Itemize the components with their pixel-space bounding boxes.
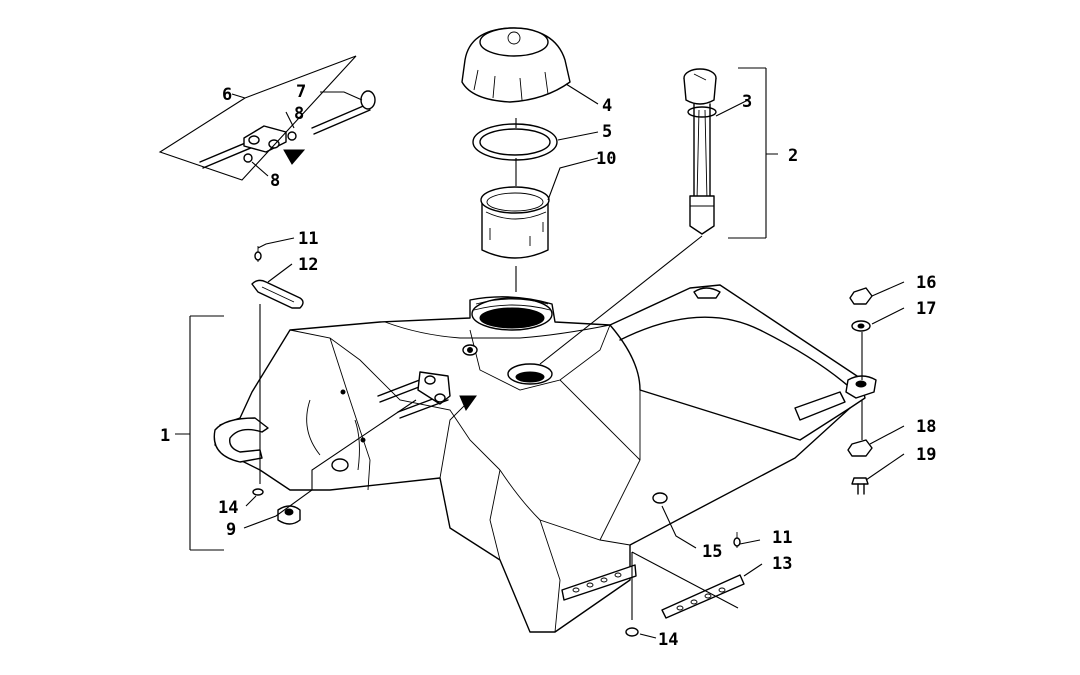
callout-5: 5 — [602, 122, 612, 142]
fasteners — [252, 287, 873, 637]
callout-7: 7 — [296, 82, 306, 102]
callout-13: 13 — [772, 554, 792, 574]
callout-9: 9 — [226, 520, 236, 540]
callout-3: 3 — [742, 92, 752, 112]
callout-19: 19 — [916, 445, 936, 465]
leader-lines — [158, 55, 905, 639]
callout-14-left: 14 — [218, 498, 238, 518]
callout-6: 6 — [222, 85, 232, 105]
callout-8-lower: 8 — [270, 171, 280, 191]
fuel-level-sender — [683, 68, 717, 235]
fuel-strainer — [480, 186, 550, 259]
callout-16: 16 — [916, 273, 936, 293]
strap-lower — [661, 532, 745, 619]
callout-2: 2 — [788, 146, 798, 166]
fuel-cap — [461, 27, 571, 103]
callout-18: 18 — [916, 417, 936, 437]
cap-gasket — [472, 123, 558, 161]
callout-12: 12 — [298, 255, 318, 275]
callout-8-upper: 8 — [294, 104, 304, 124]
fuel-tank — [213, 284, 877, 633]
callout-4: 4 — [602, 96, 612, 116]
callout-10: 10 — [596, 149, 616, 169]
mounting-bolts-assembly — [199, 90, 376, 169]
callout-17: 17 — [916, 299, 936, 319]
callout-labels: 1 2 3 4 5 6 7 8 8 9 10 11 11 12 13 14 14… — [160, 82, 936, 650]
callout-15: 15 — [702, 542, 722, 562]
tank-mount-bolts — [377, 371, 477, 419]
callout-11-upper: 11 — [298, 229, 318, 249]
callout-1: 1 — [160, 426, 170, 446]
callout-11-lower: 11 — [772, 528, 792, 548]
callout-14-bottom: 14 — [658, 630, 678, 650]
strap-upper — [251, 246, 304, 309]
